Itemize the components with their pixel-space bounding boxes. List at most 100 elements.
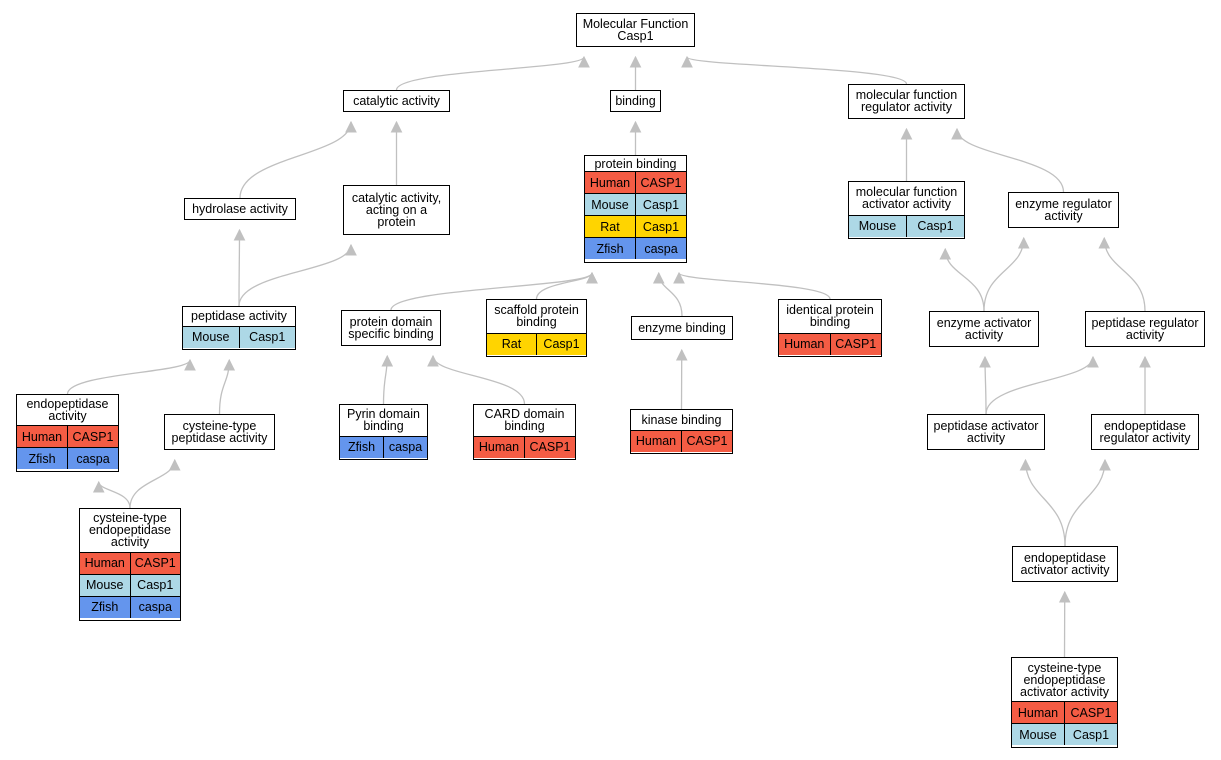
edge-cte-to-endo (92, 480, 131, 509)
go-term-node-hyd[interactable]: hydrolase activity (184, 198, 296, 220)
edge-eb-to-pb (652, 271, 683, 317)
go-term-node-pa[interactable]: peptidase activator activity (927, 414, 1045, 450)
gene-label: Casp1 (635, 216, 686, 237)
node-title: peptidase activator activity (933, 418, 1039, 445)
node-title: endopeptidase activity (26, 397, 109, 423)
edge-pa-to-ea (979, 355, 991, 415)
node-title: cysteine-type endopeptidase activity (88, 511, 172, 550)
go-term-node-pr[interactable]: peptidase regulator activity (1085, 311, 1205, 347)
edge-pyrin-to-pdsb (381, 354, 394, 405)
species-label-human: Human (84, 556, 125, 570)
gene-label: CASP1 (829, 333, 882, 355)
edge-mfr-to-mf (681, 55, 908, 85)
edge-scaf-to-pb (535, 271, 598, 300)
go-term-node-cat[interactable]: catalytic activity (343, 90, 450, 112)
node-title: Pyrin domain binding (347, 407, 420, 434)
edge-er-to-mfr (951, 127, 1065, 193)
species-gene-row: Human CASP1 (17, 425, 118, 447)
go-term-node-eb[interactable]: enzyme binding (631, 316, 733, 340)
go-term-node-mf[interactable]: Molecular Function Casp1 (576, 13, 695, 47)
edge-hyd-to-cat (239, 120, 357, 199)
edge-pr-to-er (1098, 236, 1146, 312)
species-label-zfish: Zfish (347, 440, 376, 454)
node-title: enzyme activator activity (936, 315, 1032, 342)
gene-label: CASP1 (67, 426, 118, 447)
edge-ctp-to-pep (218, 358, 236, 415)
gene-label: CASP1 (681, 430, 732, 452)
species-label-mouse: Mouse (1019, 727, 1057, 742)
species-label-human: Human (784, 337, 825, 351)
go-term-node-epr[interactable]: endopeptidase regulator activity (1091, 414, 1199, 450)
go-term-node-catp[interactable]: catalytic activity, acting on a protein (343, 185, 450, 235)
edge-pep-to-hyd (233, 228, 246, 307)
go-term-node-ctp[interactable]: cysteine-type peptidase activity (164, 414, 275, 450)
go-term-node-mfr[interactable]: molecular function regulator activity (848, 84, 965, 119)
species-label-mouse: Mouse (591, 197, 629, 212)
node-title: peptidase activity (191, 309, 287, 324)
edge-cte-to-ctp (129, 458, 181, 509)
edge-card-to-pdsb (427, 354, 526, 405)
gene-label: caspa (67, 448, 118, 469)
edge-ea-to-mfa (939, 247, 985, 312)
species-label-human: Human (478, 440, 520, 454)
species-label-human: Human (635, 434, 677, 448)
node-title: hydrolase activity (192, 201, 288, 216)
species-gene-row: Mouse Casp1 (80, 573, 181, 596)
node-title: cysteine-type peptidase activity (171, 418, 268, 445)
node-title: endopeptidase regulator activity (1099, 418, 1191, 445)
go-term-node-eaa[interactable]: endopeptidase activator activity (1012, 546, 1118, 582)
species-gene-row: Mouse Casp1 (585, 193, 686, 215)
node-title: protein domain specific binding (348, 314, 434, 341)
gene-label: CASP1 (129, 552, 181, 574)
node-title: Molecular Function Casp1 (582, 16, 689, 43)
edge-ipb-to-pb (673, 271, 831, 300)
species-label-zfish: Zfish (91, 600, 119, 614)
species-gene-row: Zfish caspa (17, 447, 118, 469)
node-title: kinase binding (641, 412, 722, 427)
species-label-human: Human (21, 429, 63, 444)
gene-label: CASP1 (1064, 702, 1117, 723)
species-gene-row: Zfish caspa (340, 435, 427, 458)
go-term-node-cteaa[interactable]: cysteine-type endopeptidase activator ac… (1011, 657, 1118, 748)
node-title: cysteine-type endopeptidase activator ac… (1020, 660, 1109, 699)
node-title: molecular function activator activity (855, 185, 958, 212)
species-gene-row: Human CASP1 (585, 171, 686, 193)
species-gene-row: Human CASP1 (80, 551, 181, 574)
go-term-node-bind[interactable]: binding (610, 90, 661, 112)
node-title: peptidase regulator activity (1091, 315, 1199, 342)
gene-label: CASP1 (635, 172, 686, 193)
species-label-mouse: Mouse (85, 578, 124, 592)
gene-label: Casp1 (129, 574, 181, 596)
edge-endo-to-pep (66, 358, 196, 395)
go-term-node-er[interactable]: enzyme regulator activity (1008, 192, 1119, 228)
species-label-mouse: Mouse (191, 330, 230, 344)
species-label-rat: Rat (501, 337, 522, 351)
gene-label: caspa (635, 238, 686, 259)
gene-label: caspa (383, 436, 427, 458)
gene-label: Casp1 (906, 215, 964, 237)
species-label-human: Human (589, 175, 631, 190)
species-gene-row: Human CASP1 (631, 429, 732, 452)
edge-eaa-to-pa (1019, 458, 1066, 547)
gene-label: Casp1 (635, 194, 686, 215)
node-title: binding (615, 93, 656, 108)
species-label-zfish: Zfish (28, 451, 56, 466)
go-term-node-ea[interactable]: enzyme activator activity (929, 311, 1039, 347)
edge-pep-to-catp (238, 243, 357, 307)
go-term-node-pdsb[interactable]: protein domain specific binding (341, 310, 441, 346)
node-title: identical protein binding (786, 303, 874, 330)
